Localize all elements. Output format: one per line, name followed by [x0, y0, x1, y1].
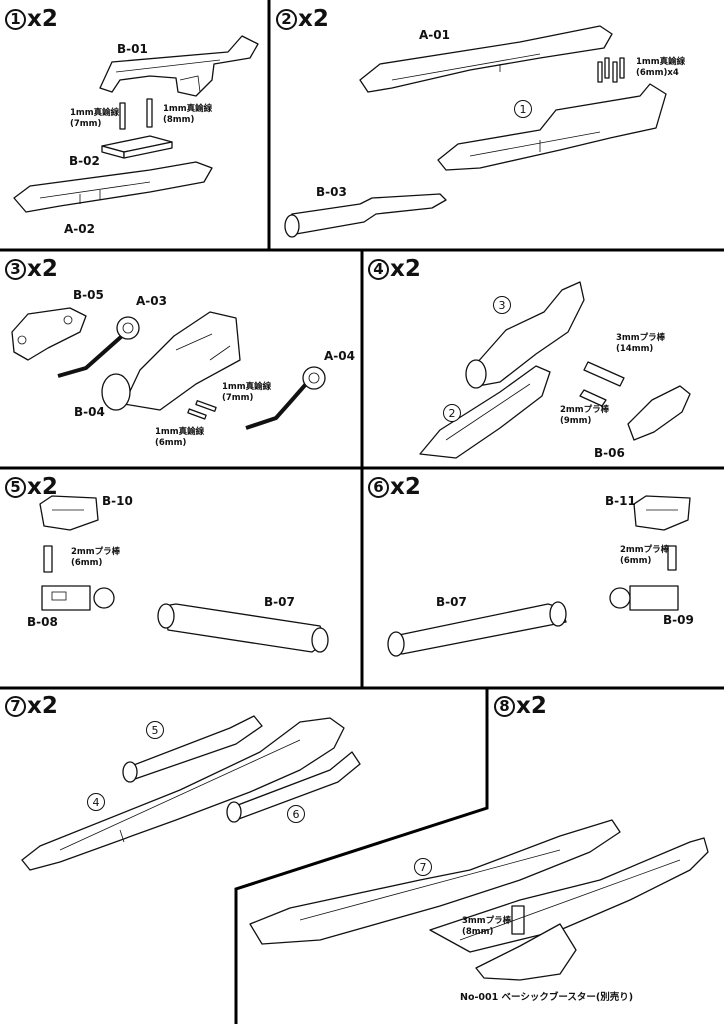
plastic-rod-step6 — [667, 545, 677, 571]
ref-assembly-5: 5 — [146, 721, 164, 739]
step-7-number: 7 — [5, 696, 26, 717]
step-4-title: 4 x2 — [368, 258, 421, 281]
assembly-1-step2-drawing — [437, 83, 667, 171]
assembly-2-step4-drawing — [419, 365, 551, 459]
part-a03-drawing — [57, 316, 140, 378]
step-8-title: 8 x2 — [494, 695, 547, 718]
label-brass-wire-6mm-x4: 1mm真鍮線 (6mm)x4 — [636, 57, 686, 78]
step-7-multiplier: x2 — [27, 693, 58, 719]
part-b10-drawing — [39, 495, 99, 531]
part-b03-drawing — [284, 193, 447, 238]
label-basic-booster-note: No-001 ベーシックブースター(別売り) — [460, 992, 634, 1003]
label-brass-wire-8mm: 1mm真鍮線 (8mm) — [163, 104, 213, 125]
label-b07-step5: B-07 — [264, 595, 295, 609]
part-b01-drawing — [99, 35, 259, 97]
label-b11: B-11 — [605, 494, 636, 508]
ref-assembly-7: 7 — [414, 858, 432, 876]
assembly-3-step4-drawing — [465, 281, 585, 389]
label-brass-wire-6mm-step3: 1mm真鍮線 (6mm) — [155, 427, 205, 448]
label-a04: A-04 — [324, 349, 355, 363]
label-b03: B-03 — [316, 185, 347, 199]
step-6-multiplier: x2 — [390, 474, 421, 500]
label-a03: A-03 — [136, 294, 167, 308]
part-b11-drawing — [633, 495, 691, 531]
step-2-multiplier: x2 — [298, 6, 329, 32]
ref-assembly-1: 1 — [514, 100, 532, 118]
step-7-title: 7 x2 — [5, 695, 58, 718]
label-brass-wire-7mm-step3: 1mm真鍮線 (7mm) — [222, 382, 272, 403]
plastic-rod-step5 — [43, 545, 53, 573]
label-b06: B-06 — [594, 446, 625, 460]
part-a02-drawing — [13, 161, 213, 213]
step-1-multiplier: x2 — [27, 6, 58, 32]
ref-assembly-4: 4 — [87, 793, 105, 811]
part-b07-step6-drawing — [387, 601, 567, 657]
assembly-step8-drawing — [249, 819, 709, 981]
label-plastic-rod-2mm-6mm-step6: 2mmプラ棒 (6mm) — [620, 545, 670, 566]
ref-assembly-3: 3 — [493, 296, 511, 314]
step-8-number: 8 — [494, 696, 515, 717]
label-b07-step6: B-07 — [436, 595, 467, 609]
label-plastic-rod-3mm-14mm: 3mmプラ棒 (14mm) — [616, 333, 666, 354]
label-b08: B-08 — [27, 615, 58, 629]
step-5-title: 5 x2 — [5, 476, 58, 499]
plastic-rods-step4 — [579, 361, 625, 407]
ref-assembly-2: 2 — [443, 404, 461, 422]
step-2-title: 2 x2 — [276, 8, 329, 31]
part-a04-drawing — [245, 366, 326, 430]
part-b06-drawing — [627, 385, 691, 441]
step-6-number: 6 — [368, 477, 389, 498]
step-8-multiplier: x2 — [516, 693, 547, 719]
step-5-multiplier: x2 — [27, 474, 58, 500]
label-plastic-rod-3mm-8mm: 3mmプラ棒 (8mm) — [462, 916, 512, 937]
label-plastic-rod-2mm-6mm-step5: 2mmプラ棒 (6mm) — [71, 547, 121, 568]
step-6-title: 6 x2 — [368, 476, 421, 499]
step-4-multiplier: x2 — [390, 256, 421, 282]
ref-assembly-6: 6 — [287, 805, 305, 823]
part-b09-drawing — [609, 585, 679, 611]
label-a02: A-02 — [64, 222, 95, 236]
part-b04-drawing — [101, 311, 241, 411]
step-3-title: 3 x2 — [5, 258, 58, 281]
label-b09: B-09 — [663, 613, 694, 627]
part-a01-drawing — [359, 25, 613, 93]
step-1-number: 1 — [5, 9, 26, 30]
step-3-multiplier: x2 — [27, 256, 58, 282]
step-4-number: 4 — [368, 259, 389, 280]
label-b04: B-04 — [74, 405, 105, 419]
part-b07-step5-drawing — [157, 603, 329, 653]
step-2-number: 2 — [276, 9, 297, 30]
brass-wires-step3 — [187, 400, 217, 420]
part-b05-drawing — [11, 307, 87, 361]
label-a01: A-01 — [419, 28, 450, 42]
label-b10: B-10 — [102, 494, 133, 508]
label-brass-wire-7mm: 1mm真鍮線 (7mm) — [70, 108, 120, 129]
part-b02-drawing — [101, 135, 173, 159]
label-b01: B-01 — [117, 42, 148, 56]
assembly-step7-drawing — [21, 715, 361, 871]
label-b05: B-05 — [73, 288, 104, 302]
part-b08-drawing — [41, 585, 115, 611]
step-5-number: 5 — [5, 477, 26, 498]
brass-wires-step1 — [119, 98, 153, 130]
brass-wires-step2 — [597, 57, 625, 83]
step-1-title: 1 x2 — [5, 8, 58, 31]
step-3-number: 3 — [5, 259, 26, 280]
label-b02: B-02 — [69, 154, 100, 168]
label-plastic-rod-2mm-9mm: 2mmプラ棒 (9mm) — [560, 405, 610, 426]
